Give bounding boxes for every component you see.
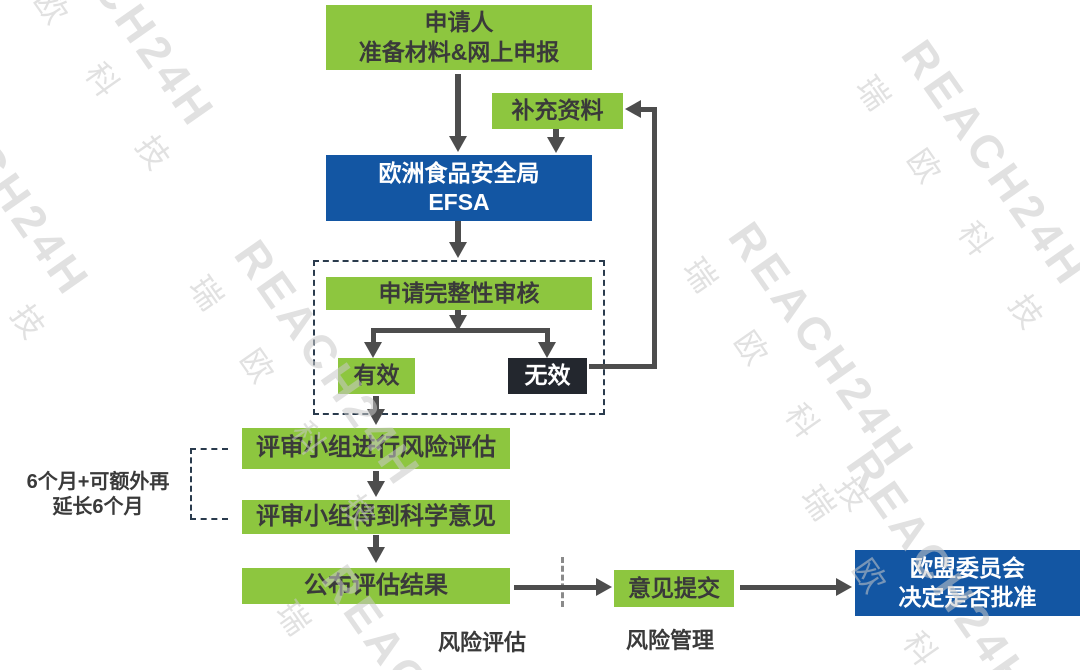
arrow-efsa-to-completeness-shaft [455,221,461,244]
node-valid-label: 有效 [353,362,400,389]
watermark-text: REACH24H [18,0,227,138]
watermark-cjk-text: 瑞 欧 科 技 [848,69,1064,355]
arrow-valid-to-risk-head [367,409,385,425]
watermark: REACH24H 瑞 欧 科 技 [674,212,948,538]
node-risk-assessment-label: 评审小组进行风险评估 [256,434,496,462]
arrow-applicant-to-efsa-head [449,136,467,152]
arrow-publish-to-submission-shaft [514,585,598,590]
node-opinion-submission: 意见提交 [614,570,734,607]
node-completeness-label: 申请完整性审核 [378,279,540,306]
duration-bracket [190,448,228,520]
watermark-cjk-text: 瑞 欧 科 技 [0,80,66,365]
stage-label-risk-management: 风险管理 [625,628,714,653]
node-scientific-opinion-label: 评审小组得到科学意见 [256,502,496,530]
arrow-supplement-to-efsa-shaft [553,129,559,139]
node-opinion-submission-label: 意见提交 [628,574,720,601]
duration-note: 6个月+可额外再 延长6个月 [12,470,184,520]
watermark-cjk-text: 瑞 欧 科 技 [675,251,891,537]
arrow-applicant-to-efsa-shaft [455,74,461,137]
arrow-risk-to-opinion-shaft [373,471,379,483]
arrow-valid-to-risk-shaft [373,396,379,411]
node-efsa-line2: EFSA [428,189,490,215]
stage-label-risk-assessment: 风险评估 [437,630,526,655]
node-efsa-line1: 欧洲食品安全局 [378,159,540,186]
arrow-completeness-split-shaft [455,310,461,317]
node-invalid: 无效 [508,358,587,394]
node-publish-results: 公布评估结果 [242,568,510,604]
arrow-split-to-invalid-shaft [545,331,550,344]
watermark: REACH24H 瑞 欧 科 技 [0,0,247,197]
arrow-split-to-valid-head [364,342,382,358]
arrow-submission-to-eu-shaft [740,585,838,590]
node-applicant: 申请人 准备材料&网上申报 [326,5,592,70]
arrow-split-to-invalid-head [538,342,556,358]
node-invalid-label: 无效 [524,362,571,389]
feedback-loop-bottom-line [589,364,657,369]
duration-note-line2: 延长6个月 [52,496,144,518]
split-horizontal-line [371,328,550,333]
feedback-loop-vertical-line [652,110,657,369]
node-supplement-materials: 补充资料 [492,93,623,129]
watermark-cjk-text: 瑞 欧 科 技 [0,0,191,196]
arrow-opinion-to-publish-head [367,547,385,563]
node-applicant-line2: 准备材料&网上申报 [358,38,560,65]
node-eu-commission-line1: 欧盟委员会 [910,554,1025,581]
watermark-text: REACH24H [891,30,1080,297]
arrow-opinion-to-publish-shaft [373,535,379,549]
node-scientific-opinion: 评审小组得到科学意见 [242,500,510,534]
stage-separator-line [561,557,564,607]
watermark-text: REACH24H [0,40,102,307]
duration-note-line1: 6个月+可额外再 [26,471,170,493]
node-valid: 有效 [338,358,415,394]
feedback-loop-top-line [641,107,657,112]
node-applicant-line1: 申请人 [424,9,494,36]
node-eu-commission-line2: 决定是否批准 [898,584,1037,610]
node-risk-assessment: 评审小组进行风险评估 [242,428,510,469]
completeness-check-dashed-region [313,260,605,415]
arrow-completeness-split-head [449,315,467,331]
watermark: REACH24H 瑞 欧 科 技 [0,40,122,366]
arrow-efsa-to-completeness-head [449,242,467,258]
node-completeness-review: 申请完整性审核 [326,277,592,310]
node-supplement-label: 补充资料 [511,97,604,124]
node-efsa: 欧洲食品安全局 EFSA [326,155,592,221]
arrow-submission-to-eu-head [836,578,852,596]
watermark-text: REACH24H [718,212,927,479]
node-publish-results-label: 公布评估结果 [304,571,448,599]
watermark: REACH24H 瑞 欧 科 技 [847,30,1080,356]
feedback-loop-arrow-head [625,100,641,118]
arrow-publish-to-submission-head [596,578,612,596]
arrow-split-to-valid-shaft [371,331,376,344]
node-eu-commission: 欧盟委员会 决定是否批准 [855,550,1080,616]
arrow-risk-to-opinion-head [367,481,385,497]
arrow-supplement-to-efsa-head [547,137,565,153]
